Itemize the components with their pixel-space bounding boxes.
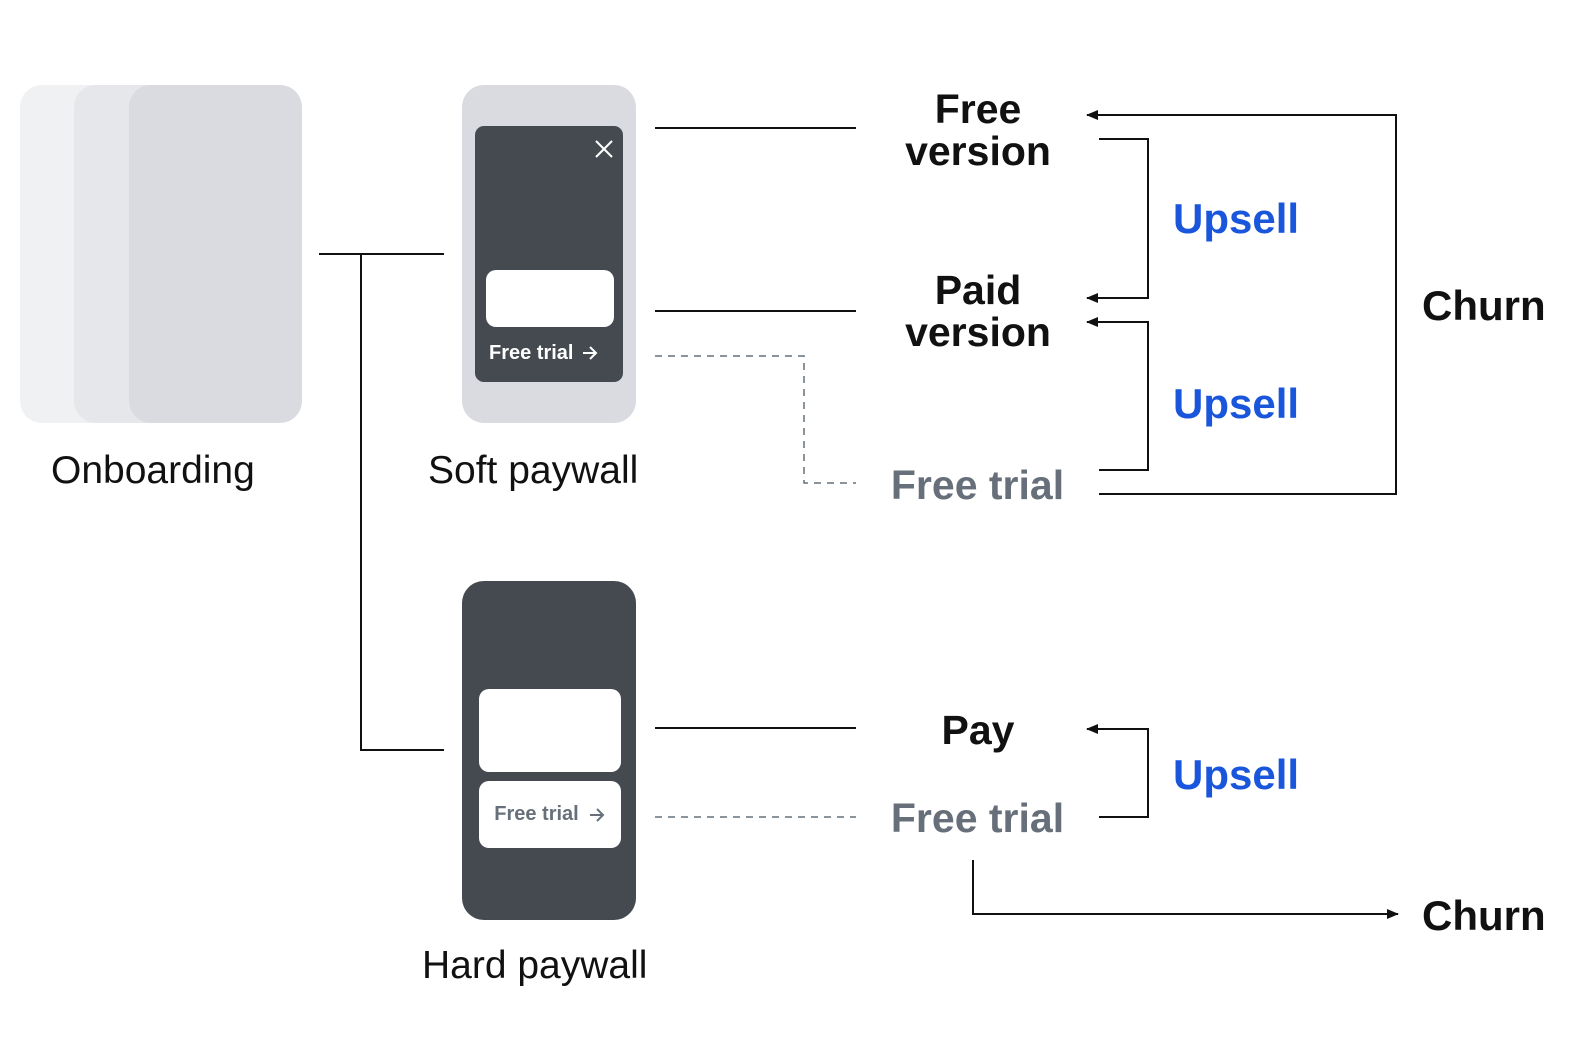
hard-free-trial-node: Free trial (890, 795, 1065, 841)
soft-free-trial-node: Free trial (890, 462, 1065, 508)
soft-paywall-offer-box (486, 270, 614, 327)
arrow-right-icon (588, 806, 606, 824)
soft-churn-loop-arrow (1086, 110, 1397, 495)
soft-paywall-screen: Free trial (475, 126, 623, 382)
soft-paywall-trial-label: Free trial (489, 341, 574, 364)
hard-churn-label: Churn (1422, 892, 1546, 939)
hard-paywall-trial-button[interactable]: Free trial (479, 781, 621, 848)
soft-paywall-phone: Free trial (462, 85, 636, 423)
paid-version-line-1: Paid (934, 267, 1022, 313)
soft-paywall-label: Soft paywall (428, 449, 639, 492)
hard-churn-arrow (972, 860, 1399, 919)
close-icon[interactable] (593, 138, 615, 160)
paid-version-line-2: version (905, 309, 1051, 355)
upsell-label-3: Upsell (1173, 751, 1300, 798)
upsell-label-2: Upsell (1173, 380, 1300, 427)
hard-paywall-offer-box (479, 689, 621, 772)
soft-paywall-trial-button[interactable]: Free trial (489, 340, 599, 366)
hard-paywall-trial-label: Free trial (494, 803, 579, 825)
pay-node: Pay (941, 707, 1015, 753)
hard-upsell-arrow (1086, 724, 1149, 818)
upsell-label-1: Upsell (1173, 195, 1300, 242)
free-version-line-2: version (905, 128, 1051, 174)
upsell-trial-to-paid-arrow (1086, 317, 1149, 471)
hard-paywall-phone: Free trial (462, 581, 636, 920)
onboarding-to-hard-connector (360, 254, 444, 751)
soft-to-trial-dashed-line (655, 355, 856, 484)
soft-churn-label: Churn (1422, 282, 1546, 329)
arrow-right-icon (581, 344, 599, 362)
hard-paywall-label: Hard paywall (422, 944, 648, 987)
onboarding-label: Onboarding (51, 449, 255, 492)
free-version-line-1: Free (934, 86, 1022, 132)
upsell-free-to-paid-arrow (1086, 138, 1149, 303)
onboarding-card-front (129, 85, 302, 423)
